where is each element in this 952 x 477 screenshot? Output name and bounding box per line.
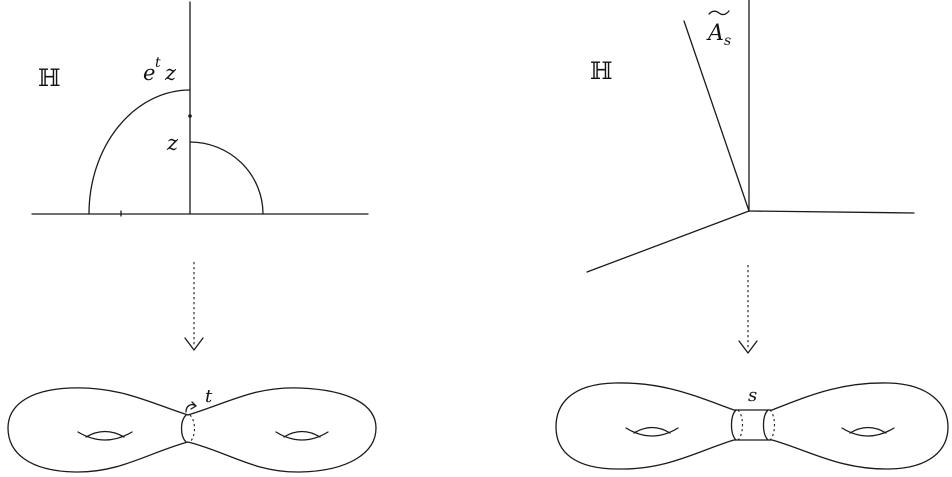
left-surface-hole-1-lower xyxy=(78,432,132,440)
left-hyperbolic-plane-symbol: ℍ xyxy=(38,64,61,92)
label-et-z-base: e xyxy=(143,61,155,85)
label-et-z-tail: z xyxy=(164,61,177,85)
right-cylinder-right-back xyxy=(770,410,775,440)
label-a-tilde-s-base: A xyxy=(706,21,724,46)
right-surface-hole-2-upper xyxy=(850,428,886,434)
label-t: t xyxy=(205,386,213,407)
left-surface-outline xyxy=(8,388,376,472)
right-surface-hole-1-lower xyxy=(626,428,678,436)
right-genus-two-surface: s xyxy=(556,383,948,469)
left-surface-hole-1-upper xyxy=(86,432,124,438)
left-surface-hole-2-upper xyxy=(284,432,320,438)
right-hyperbolic-plane-symbol: ℍ xyxy=(590,57,613,85)
left-inner-semicircle xyxy=(190,142,263,214)
left-midpoint-dot xyxy=(188,114,192,118)
label-z: z xyxy=(166,131,179,155)
left-surface-hole-2-lower xyxy=(276,432,328,440)
label-a-tilde-s-tilde xyxy=(709,11,729,15)
left-twist-arrow-head xyxy=(191,402,196,409)
label-s: s xyxy=(748,385,757,406)
left-geodesic-front xyxy=(182,415,187,442)
left-geodesic-back xyxy=(190,415,195,442)
right-surface-hole-1-upper xyxy=(634,428,670,434)
left-genus-two-surface: t xyxy=(8,386,376,472)
right-lower-geodesic xyxy=(587,211,749,272)
left-upper-half-plane: ℍ e t z z xyxy=(32,2,368,216)
left-projection-arrow xyxy=(185,262,203,350)
label-et-z-superscript: t xyxy=(155,55,161,71)
right-horizontal-geodesic xyxy=(749,211,914,213)
right-upper-half-plane: ℍ A s xyxy=(587,0,914,272)
right-cylinder-left-front xyxy=(732,410,737,440)
label-a-tilde-s-subscript: s xyxy=(724,33,731,49)
label-a-tilde-s: A s xyxy=(706,11,731,49)
right-cylinder-right-front xyxy=(764,410,769,440)
label-et-z: e t z xyxy=(143,55,177,85)
right-cylinder-left-back xyxy=(738,410,743,440)
right-projection-arrow xyxy=(739,265,757,353)
right-slanted-geodesic xyxy=(684,21,749,211)
right-surface-hole-2-lower xyxy=(842,428,894,436)
